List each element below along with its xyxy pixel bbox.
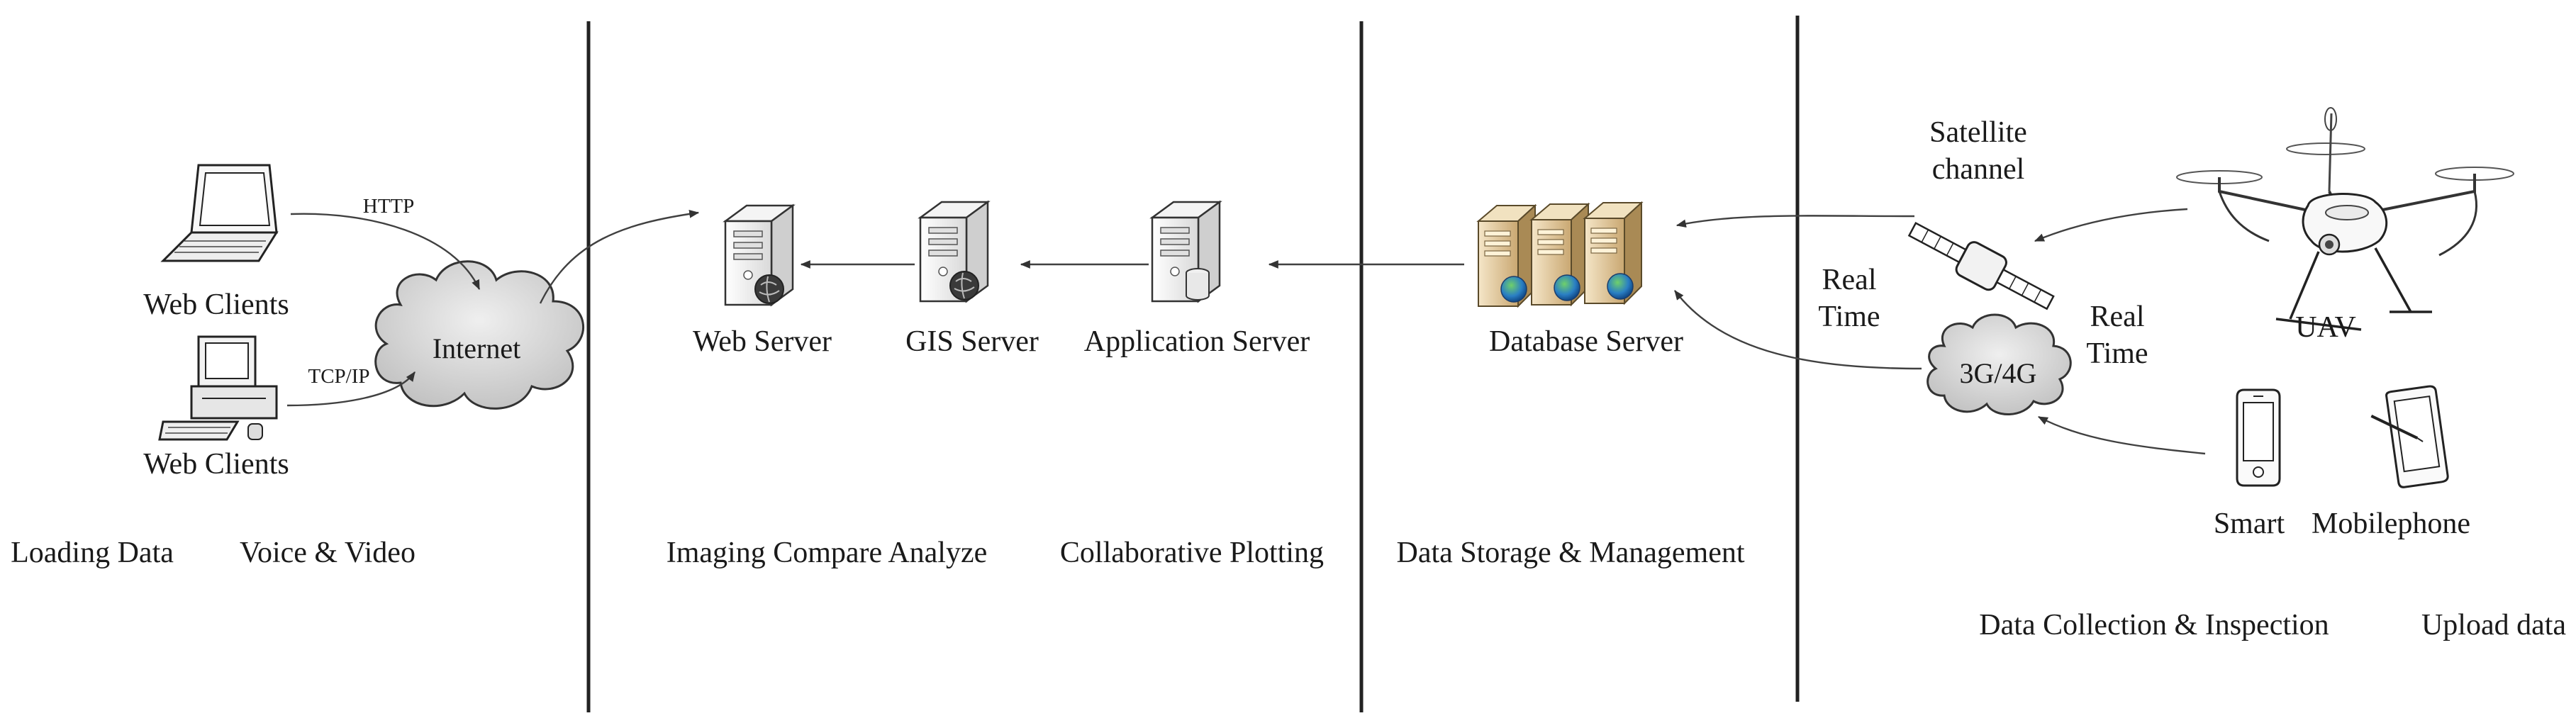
realtime-right-label-line1: Real xyxy=(2090,301,2145,333)
realtime-left-label-line1: Real xyxy=(1822,264,1877,296)
phone-to-network-arrow xyxy=(2037,415,2206,455)
internet-cloud-icon xyxy=(374,260,585,410)
laptop-clients-label: Web Clients xyxy=(143,288,289,321)
internet-to-web-server-arrow xyxy=(539,210,700,304)
mobilephone-label: Mobilephone xyxy=(2312,508,2470,540)
database-server-icon xyxy=(1476,201,1644,308)
uav-to-satellite-arrow xyxy=(2034,208,2188,242)
uav-label: UAV xyxy=(2295,311,2356,344)
function-data-storage: Data Storage & Management xyxy=(1397,537,1745,569)
web-server-icon xyxy=(723,203,796,307)
network-cloud-icon xyxy=(1927,313,2072,415)
network-to-db-arrow xyxy=(1674,290,1922,370)
smartphone-icon xyxy=(2236,388,2281,487)
application-server-label: Application Server xyxy=(1084,325,1310,358)
function-upload-data: Upload data xyxy=(2421,609,2566,641)
function-loading-data: Loading Data xyxy=(11,537,174,569)
realtime-left-label-line2: Time xyxy=(1818,301,1880,333)
tcpip-label: TCP/IP xyxy=(308,365,369,388)
database-server-label: Database Server xyxy=(1489,325,1683,358)
internet-label: Internet xyxy=(433,332,520,364)
gis-server-icon xyxy=(918,200,991,303)
desktop-computer-icon xyxy=(158,335,278,441)
satellite-to-db-arrow xyxy=(1675,215,1915,228)
uav-drone-icon xyxy=(2176,107,2514,331)
function-collaborative-plotting: Collaborative Plotting xyxy=(1060,537,1324,569)
satellite-channel-label-line2: channel xyxy=(1932,153,2025,186)
laptop-icon xyxy=(160,164,279,262)
desktop-clients-label: Web Clients xyxy=(143,448,289,481)
smart-label: Smart xyxy=(2214,508,2285,540)
function-data-collection: Data Collection & Inspection xyxy=(1979,609,2329,641)
function-voice-video: Voice & Video xyxy=(240,537,416,569)
function-imaging-compare: Imaging Compare Analyze xyxy=(667,537,988,569)
realtime-right-label-line2: Time xyxy=(2086,337,2148,370)
http-arrow xyxy=(290,213,481,291)
application-server-icon xyxy=(1149,200,1222,303)
gis-server-label: GIS Server xyxy=(905,325,1039,358)
http-label: HTTP xyxy=(363,195,415,218)
satellite-icon xyxy=(1907,222,2055,310)
satellite-channel-label-line1: Satellite xyxy=(1929,116,2027,149)
web-server-label: Web Server xyxy=(693,325,832,358)
mobilephone-icon xyxy=(2370,385,2449,488)
network-3g4g-label: 3G/4G xyxy=(1960,357,2037,389)
tcpip-arrow xyxy=(286,371,416,407)
